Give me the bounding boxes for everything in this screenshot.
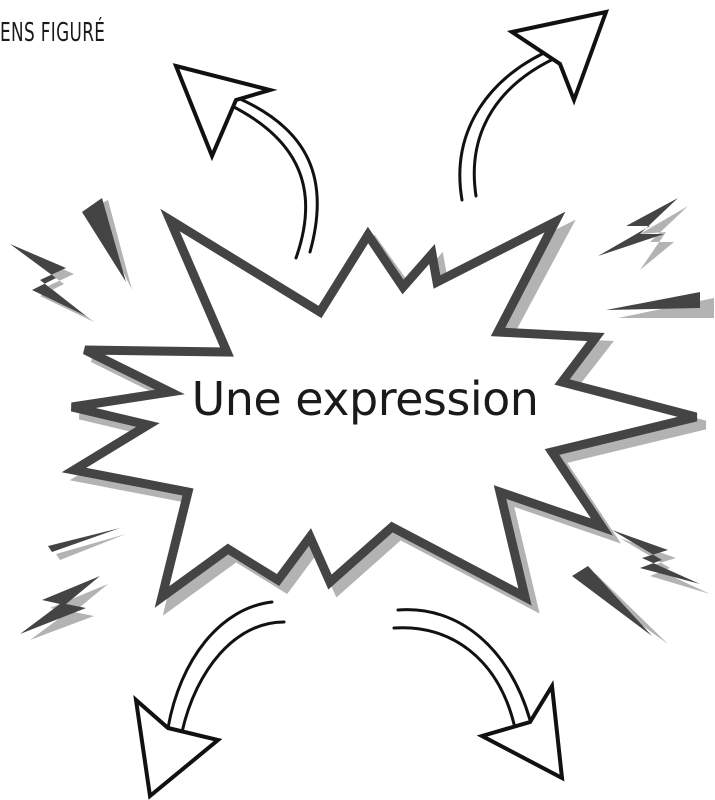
streak-mark xyxy=(606,292,700,310)
arrow-bottom-left xyxy=(136,602,284,796)
lightning-bolt-left-top-shadow xyxy=(18,250,94,322)
lightning-bolt-left-top xyxy=(10,244,86,316)
arrow-top-left xyxy=(176,66,317,258)
center-text: Une expression xyxy=(190,372,540,426)
corner-label: ENS FIGURÉ xyxy=(0,18,105,48)
lightning-bolt-right-bottom-shadow xyxy=(620,538,710,594)
streak-mark xyxy=(82,198,126,282)
arrow-top-right xyxy=(460,12,606,200)
streak-mark xyxy=(572,566,652,636)
arrow-bottom-right xyxy=(394,610,562,778)
